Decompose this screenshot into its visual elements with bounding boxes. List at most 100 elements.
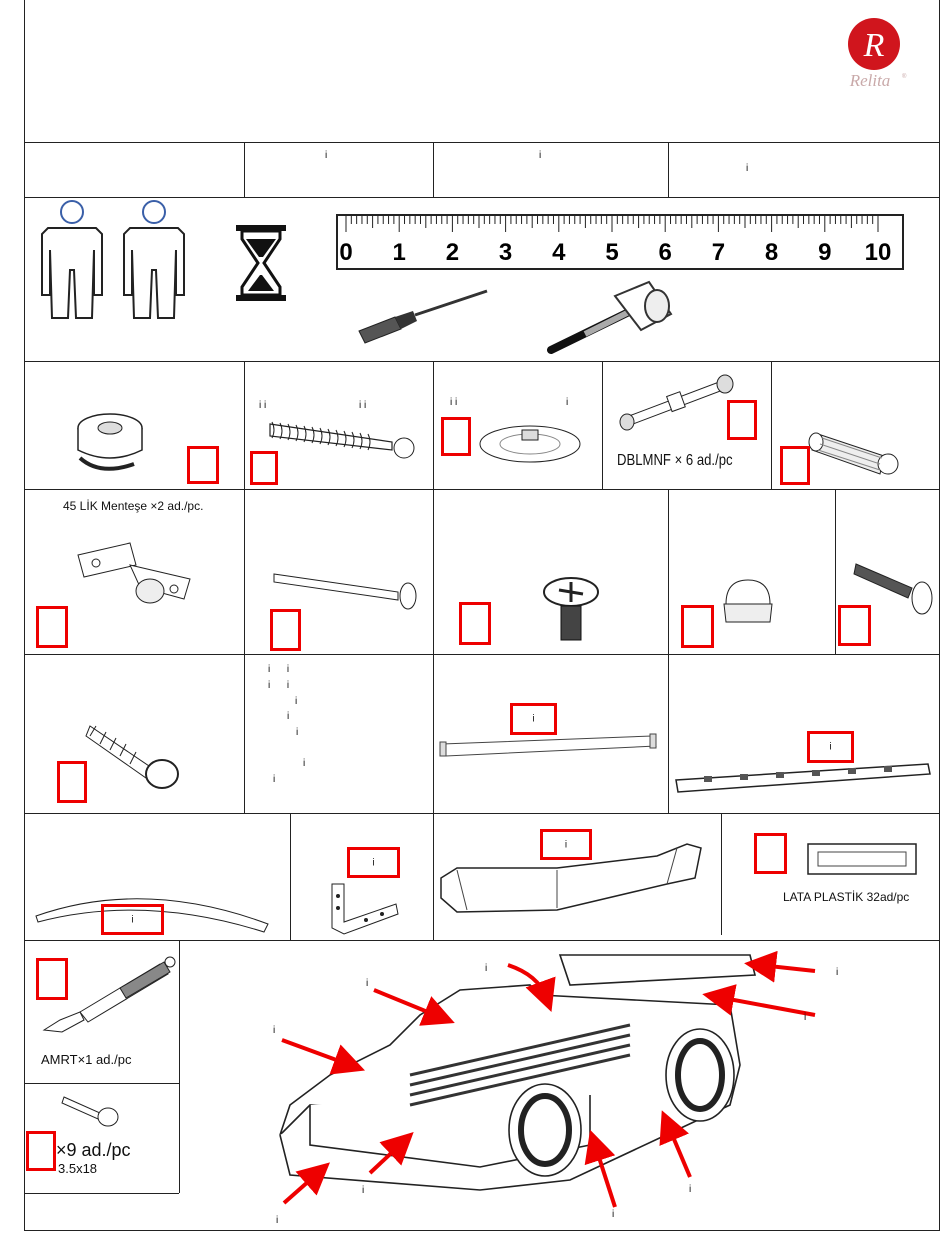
header-cell-2: i xyxy=(325,150,327,161)
ruler-number: 7 xyxy=(712,239,725,266)
dowel-pin-icon xyxy=(615,372,745,432)
callout-box xyxy=(441,417,471,456)
callout-label: i xyxy=(689,1184,691,1195)
ruler-number: 5 xyxy=(605,239,618,266)
angle-bracket-icon xyxy=(326,880,402,936)
note-line: i xyxy=(303,758,305,769)
brand-logo: R Relita ® xyxy=(840,18,910,93)
callout-label: i xyxy=(804,1012,806,1023)
gas-shock-icon xyxy=(40,950,180,1040)
note-line: i xyxy=(296,727,298,738)
divider xyxy=(24,1193,179,1194)
screw-label-left: i i xyxy=(259,400,266,411)
divider xyxy=(602,361,603,489)
rail-icon xyxy=(438,732,662,766)
brand-name: Relita xyxy=(849,71,891,90)
cam-lock-icon xyxy=(70,400,160,480)
divider xyxy=(668,142,669,197)
divider xyxy=(24,1083,179,1084)
callout-label: i xyxy=(485,963,487,974)
ruler-number: 6 xyxy=(659,239,672,266)
callout-box xyxy=(754,833,787,874)
ruler-number: 8 xyxy=(765,239,778,266)
screw-size: 3.5x18 xyxy=(58,1161,97,1176)
callout-box xyxy=(187,446,219,484)
callout-label: i xyxy=(276,1215,278,1226)
two-person-icon xyxy=(40,200,190,322)
callout-box xyxy=(681,605,714,648)
disc-label-right: i xyxy=(566,397,568,408)
plastic-lath-icon xyxy=(806,840,920,880)
ruler-number: 0 xyxy=(339,239,352,266)
callout-label: i xyxy=(273,1025,275,1036)
callout-box xyxy=(459,602,491,645)
hammer-icon xyxy=(545,280,685,360)
callout-arrows xyxy=(270,945,850,1205)
callout-box xyxy=(250,451,278,485)
note-line: i xyxy=(273,774,275,785)
screw-qty: ×9 ad./pc xyxy=(56,1140,131,1161)
callout-label: i xyxy=(836,967,838,978)
divider xyxy=(771,361,772,489)
divider xyxy=(24,361,940,362)
ruler-number: 1 xyxy=(393,239,406,266)
brand-mark: ® xyxy=(902,73,907,80)
note-line: i xyxy=(295,696,297,707)
divider xyxy=(433,142,434,197)
callout-box xyxy=(270,609,301,651)
callout-box xyxy=(36,606,68,648)
header-cell-3: i xyxy=(539,150,541,161)
note-line: i xyxy=(287,711,289,722)
plastic-caption: LATA PLASTİK 32ad/pc xyxy=(783,890,909,904)
spoiler-label-box: i xyxy=(540,829,592,860)
shock-caption: AMRT×1 ad./pc xyxy=(41,1052,131,1067)
note-line: i i xyxy=(268,664,289,675)
long-bolt-icon xyxy=(270,568,420,612)
callout-box xyxy=(727,400,757,440)
screwdriver-icon xyxy=(355,285,495,345)
divider xyxy=(24,489,940,490)
header-cell-4: i xyxy=(746,163,748,174)
note-line: i i xyxy=(268,680,289,691)
logo-letter: R xyxy=(863,27,885,64)
hinge-caption: 45 LİK Menteşe ×2 ad./pc. xyxy=(63,499,203,513)
callout-label: i xyxy=(362,1185,364,1196)
hinge-icon xyxy=(70,535,200,615)
divider xyxy=(835,489,836,654)
divider xyxy=(24,142,940,143)
ruler-number: 3 xyxy=(499,239,512,266)
arc-label-box: i xyxy=(101,904,164,935)
divider xyxy=(24,197,940,198)
hourglass-icon xyxy=(236,225,286,303)
barrel-nut-icon xyxy=(541,576,601,642)
divider xyxy=(433,361,434,940)
callout-label: i xyxy=(366,978,368,989)
dowel-caption: DBLMNF × 6 ad./pc xyxy=(617,452,733,470)
connector-bolt-icon xyxy=(262,414,422,464)
bracket-label-box: i xyxy=(347,847,400,878)
callout-box xyxy=(780,446,810,485)
callout-label: i xyxy=(612,1209,614,1220)
ruler-number: 9 xyxy=(818,239,831,266)
callout-box xyxy=(57,761,87,803)
divider xyxy=(244,142,245,197)
divider xyxy=(668,489,669,813)
screw-label-right: i i xyxy=(359,400,366,411)
callout-box xyxy=(838,605,871,646)
ruler-number: 2 xyxy=(446,239,459,266)
slat-bar-label-box: i xyxy=(807,731,854,763)
cover-disc-icon xyxy=(478,418,582,466)
divider xyxy=(244,361,245,813)
slat-bar-icon xyxy=(674,760,934,800)
rail-label-box: i xyxy=(510,703,557,735)
divider xyxy=(24,940,940,941)
divider xyxy=(24,813,940,814)
small-screw-icon xyxy=(62,1093,122,1129)
callout-box xyxy=(26,1131,56,1171)
wood-screw-icon xyxy=(86,722,186,794)
divider xyxy=(290,813,291,940)
divider xyxy=(721,813,722,935)
ruler-number: 4 xyxy=(552,239,566,266)
wood-dowel-icon xyxy=(808,420,908,480)
